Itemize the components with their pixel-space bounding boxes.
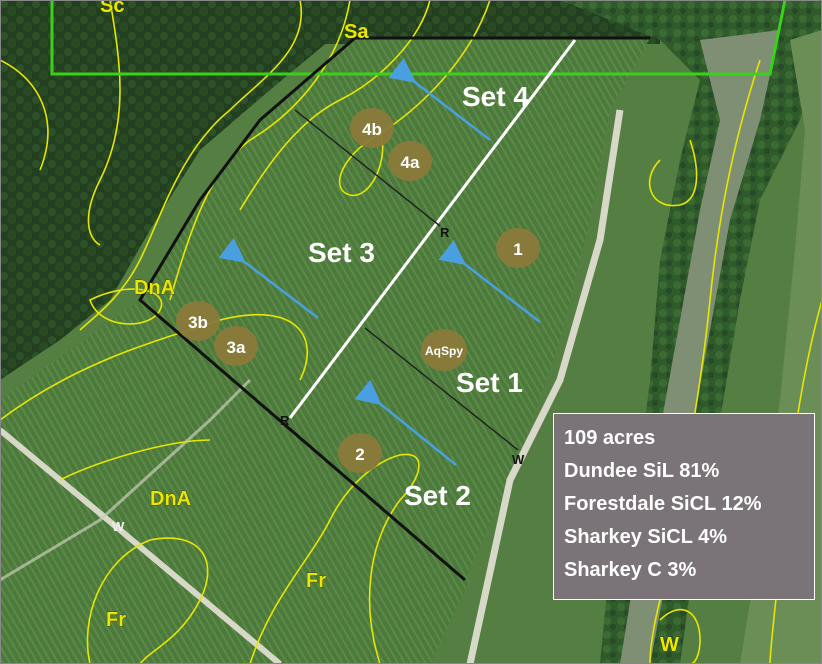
- marker-3b: [176, 301, 220, 341]
- soil-label-fr-center: Fr: [306, 570, 326, 592]
- marker-1-label: 1: [513, 240, 522, 259]
- point-label-w-left: W: [112, 519, 125, 534]
- soil-label-w: W: [660, 634, 679, 656]
- info-dundee: Dundee SiL 81%: [564, 460, 720, 482]
- road-east: [466, 109, 624, 664]
- flow-arrow-set-1: [438, 239, 541, 323]
- marker-2: [338, 433, 382, 473]
- marker-3a-label: 3a: [227, 338, 246, 357]
- soil-label-dna-upper: DnA: [134, 277, 175, 299]
- flow-arrows: [218, 57, 541, 466]
- marker-aqspy: [421, 329, 467, 371]
- flow-arrow-set-2: [354, 379, 457, 466]
- field-info-box: 109 acres Dundee SiL 81% Forestdale SiCL…: [553, 413, 815, 600]
- soil-label-fr-left: Fr: [106, 609, 126, 631]
- set-4-label: Set 4: [462, 81, 529, 112]
- set-divider-black-upper: [294, 109, 441, 227]
- marker-4a: [388, 141, 432, 181]
- marker-4b: [350, 108, 394, 148]
- road-west: [0, 427, 282, 664]
- lower-left-field: [0, 300, 470, 664]
- soil-label-dna-lower: DnA: [150, 488, 191, 510]
- info-forestdale: Forestdale SiCL 12%: [564, 493, 762, 515]
- road-sw: [0, 378, 252, 582]
- marker-aqspy-label: AqSpy: [425, 344, 463, 358]
- info-acres: 109 acres: [564, 427, 656, 449]
- soil-label-sa: Sa: [344, 21, 369, 43]
- set-2-label: Set 2: [404, 480, 471, 511]
- marker-3b-label: 3b: [188, 313, 208, 332]
- set-3-label: Set 3: [308, 237, 375, 268]
- marker-4a-label: 4a: [401, 153, 420, 172]
- set-divider-black-lower: [364, 327, 519, 451]
- info-sharkey-c: Sharkey C 3%: [564, 559, 697, 581]
- zone-markers: [176, 108, 540, 473]
- marker-1: [496, 228, 540, 268]
- marker-3a: [214, 326, 258, 366]
- soil-label-sc: Sc: [100, 0, 124, 17]
- main-field: [140, 38, 650, 580]
- flow-arrow-set-3: [218, 237, 319, 319]
- marker-4b-label: 4b: [362, 120, 382, 139]
- point-label-w-right: W: [512, 452, 525, 467]
- flow-arrow-set-4: [388, 57, 491, 141]
- point-label-r-lower: R: [280, 413, 290, 428]
- field-boundary: [138, 36, 650, 582]
- info-sharkey-sicl: Sharkey SiCL 4%: [564, 526, 728, 548]
- forest-area: [0, 0, 330, 380]
- set-1-label: Set 1: [456, 367, 523, 398]
- point-label-r-upper: R: [440, 225, 450, 240]
- marker-2-label: 2: [355, 445, 364, 464]
- set-divider-white: [288, 39, 577, 419]
